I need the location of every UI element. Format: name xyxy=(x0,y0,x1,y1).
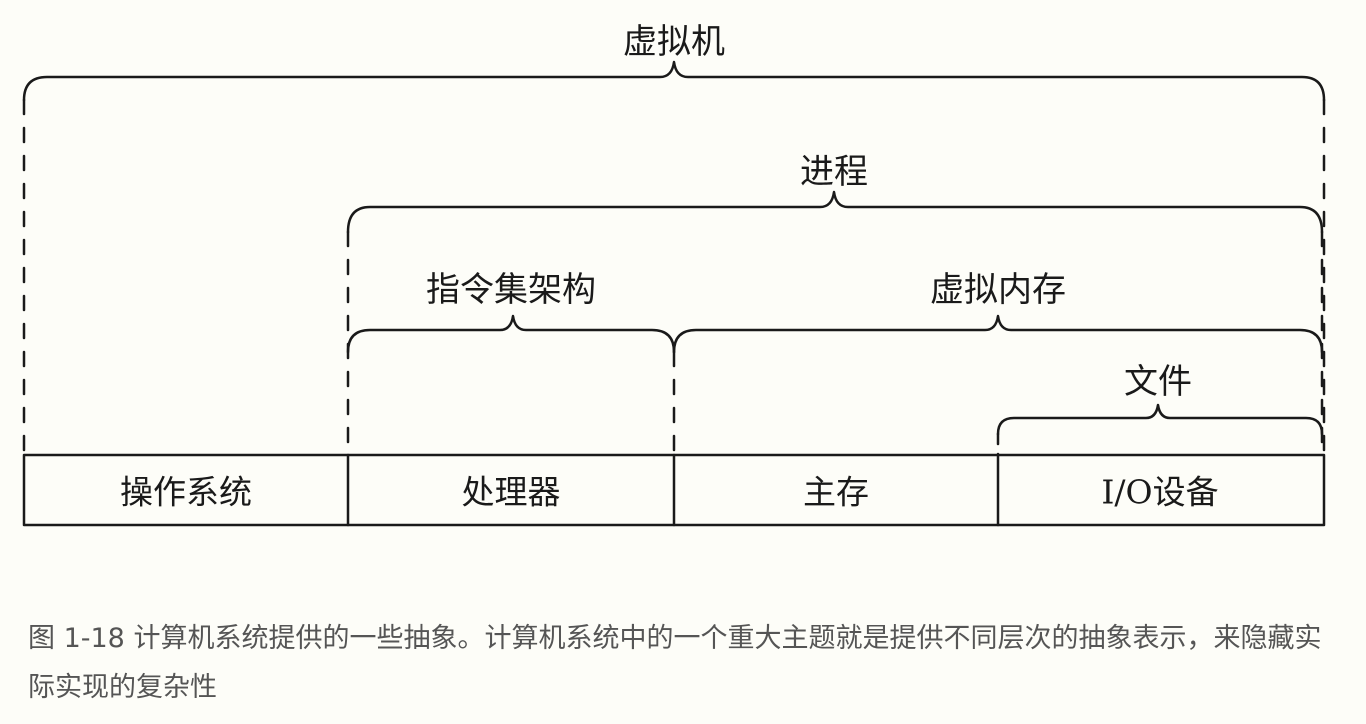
figure-caption: 图 1-18 计算机系统提供的一些抽象。计算机系统中的一个重大主题就是提供不同层… xyxy=(28,623,1322,703)
files-bracket xyxy=(996,403,1324,457)
label-process: 进程 xyxy=(800,152,868,192)
label-isa: 指令集架构 xyxy=(426,270,596,310)
isa-bracket xyxy=(346,314,676,457)
box-io-devices: I/O设备 xyxy=(1101,472,1219,512)
component-boxes xyxy=(22,453,1326,527)
box-processor: 处理器 xyxy=(461,472,561,512)
box-main-memory: 主存 xyxy=(803,472,869,512)
box-operating-system: 操作系统 xyxy=(120,472,252,512)
virtual-memory-bracket xyxy=(672,314,1324,354)
label-virtual-machine: 虚拟机 xyxy=(623,22,725,62)
label-virtual-memory: 虚拟内存 xyxy=(930,270,1066,310)
abstraction-diagram xyxy=(22,60,1326,527)
process-bracket xyxy=(346,190,1324,457)
virtual-machine-bracket xyxy=(22,60,1326,457)
label-files: 文件 xyxy=(1124,362,1192,402)
